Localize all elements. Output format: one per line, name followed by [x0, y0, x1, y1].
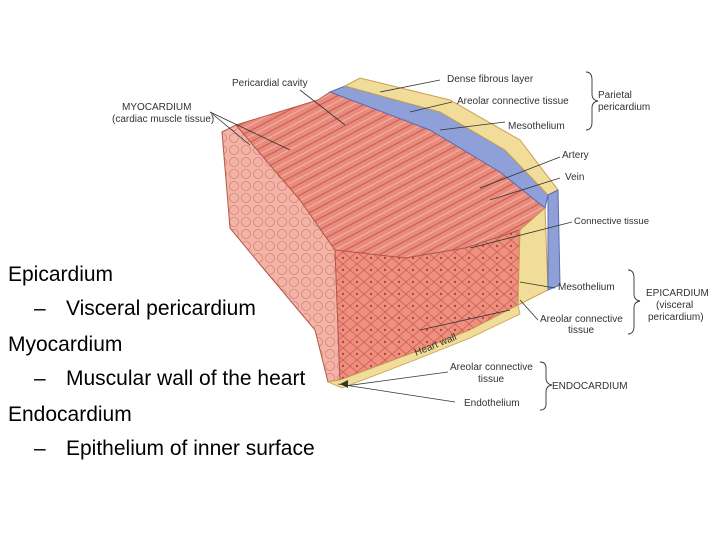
label-areolar-ct-epi-2: tissue: [568, 325, 595, 336]
bullet-myocardium-sub: –Muscular wall of the heart: [34, 367, 306, 390]
label-parietal-1: Parietal: [598, 90, 632, 101]
label-epicardium-2: (visceral: [656, 300, 693, 311]
label-myocardium-sub: (cardiac muscle tissue): [112, 114, 214, 125]
label-endocardium: ENDOCARDIUM: [552, 381, 628, 392]
bullet-epicardium-title: Epicardium: [8, 263, 114, 286]
label-areolar-ct-top: Areolar connective tissue: [457, 96, 569, 107]
label-areolar-ct-epi-1: Areolar connective: [540, 314, 623, 325]
label-myocardium: MYOCARDIUM: [122, 102, 191, 113]
label-mesothelium-epi: Mesothelium: [558, 282, 615, 293]
bullet-epicardium-sub: –Visceral pericardium: [34, 297, 256, 320]
label-parietal-2: pericardium: [598, 102, 650, 113]
label-mesothelium-top: Mesothelium: [508, 121, 565, 132]
label-areolar-ct-endo-2: tissue: [478, 374, 505, 385]
label-connective-tissue: Connective tissue: [574, 216, 649, 227]
label-dense-fibrous-layer: Dense fibrous layer: [447, 74, 534, 85]
label-epicardium-1: EPICARDIUM: [646, 288, 709, 299]
label-epicardium-3: pericardium): [648, 312, 704, 323]
bullet-myocardium-title: Myocardium: [8, 333, 123, 356]
label-artery: Artery: [562, 150, 589, 161]
bullet-list: Epicardium –Visceral pericardium Myocard…: [8, 262, 315, 472]
label-vein: Vein: [565, 172, 584, 183]
bullet-endocardium-sub: –Epithelium of inner surface: [34, 437, 315, 460]
label-pericardial-cavity: Pericardial cavity: [232, 78, 308, 89]
label-areolar-ct-endo-1: Areolar connective: [450, 362, 533, 373]
label-endothelium: Endothelium: [464, 398, 520, 409]
bullet-endocardium-title: Endocardium: [8, 403, 132, 426]
